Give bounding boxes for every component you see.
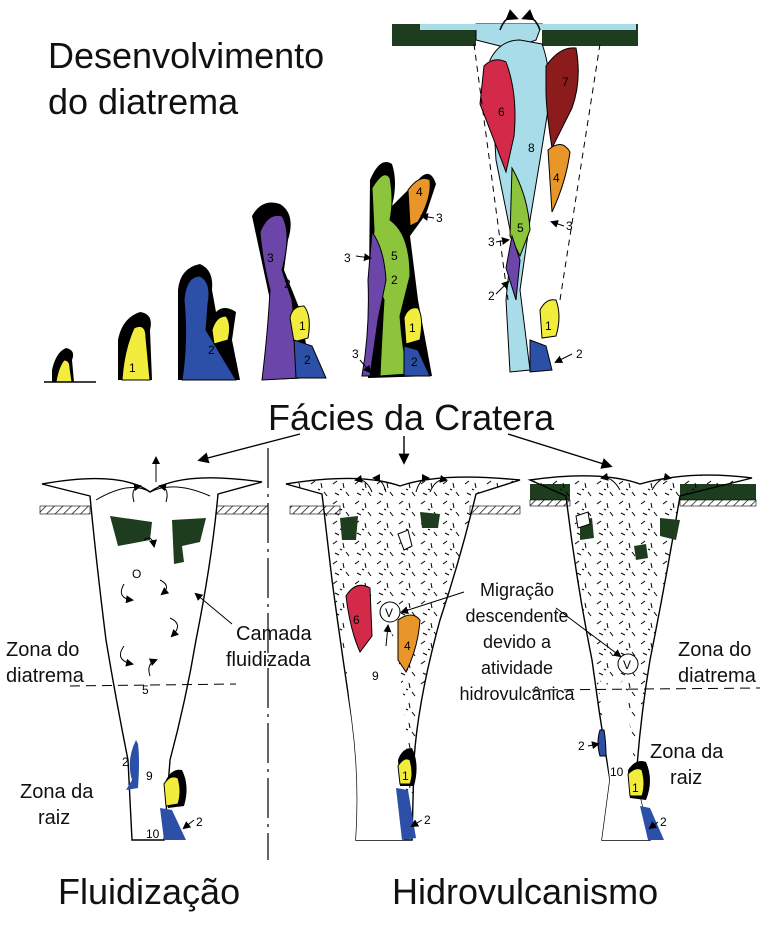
svg-text:6: 6 <box>353 613 360 627</box>
svg-text:2: 2 <box>208 343 215 357</box>
svg-text:1: 1 <box>409 321 416 335</box>
svg-text:1: 1 <box>129 361 136 375</box>
panel-fluidizacao: O 5 9 10 2 2 <box>40 458 268 841</box>
svg-text:V: V <box>623 658 631 672</box>
svg-text:7: 7 <box>562 75 569 89</box>
svg-text:9: 9 <box>372 669 379 683</box>
svg-text:2: 2 <box>488 289 495 303</box>
stage-1 <box>44 348 96 382</box>
svg-text:2: 2 <box>196 815 203 829</box>
svg-text:2: 2 <box>122 755 129 769</box>
svg-text:5: 5 <box>142 683 149 697</box>
svg-text:10: 10 <box>610 765 624 779</box>
panel-right: V 2 10 1 2 <box>530 475 760 840</box>
svg-text:1: 1 <box>545 319 552 333</box>
svg-text:5: 5 <box>517 221 524 235</box>
svg-text:10: 10 <box>146 827 160 841</box>
svg-text:2: 2 <box>576 347 583 361</box>
svg-text:2: 2 <box>660 815 667 829</box>
svg-text:3: 3 <box>352 347 359 361</box>
svg-text:1: 1 <box>402 769 409 783</box>
svg-text:2: 2 <box>304 353 311 367</box>
svg-text:2: 2 <box>391 273 398 287</box>
svg-text:3: 3 <box>488 235 495 249</box>
svg-text:2: 2 <box>411 355 418 369</box>
panel-hidrovulcanismo: V 6 4 9 1 2 <box>286 477 520 840</box>
svg-text:3: 3 <box>267 251 274 265</box>
svg-text:4: 4 <box>404 639 411 653</box>
svg-text:5: 5 <box>391 249 398 263</box>
svg-text:4: 4 <box>416 185 423 199</box>
svg-text:1: 1 <box>632 781 639 795</box>
svg-text:2: 2 <box>424 813 431 827</box>
svg-text:3: 3 <box>344 251 351 265</box>
svg-text:V: V <box>385 606 393 620</box>
stage-4: 3 2 1 2 <box>252 203 326 381</box>
svg-text:O: O <box>132 567 141 581</box>
stage-5: 5 4 2 1 2 3 3 3 <box>344 162 443 378</box>
svg-text:2: 2 <box>578 739 585 753</box>
svg-text:1: 1 <box>299 319 306 333</box>
svg-text:4: 4 <box>553 171 560 185</box>
stage-3: 2 <box>178 264 240 380</box>
svg-text:2: 2 <box>284 277 291 291</box>
svg-text:3: 3 <box>436 211 443 225</box>
svg-text:9: 9 <box>146 769 153 783</box>
stage-2: 1 <box>118 312 152 380</box>
svg-text:8: 8 <box>528 141 535 155</box>
svg-text:6: 6 <box>498 105 505 119</box>
